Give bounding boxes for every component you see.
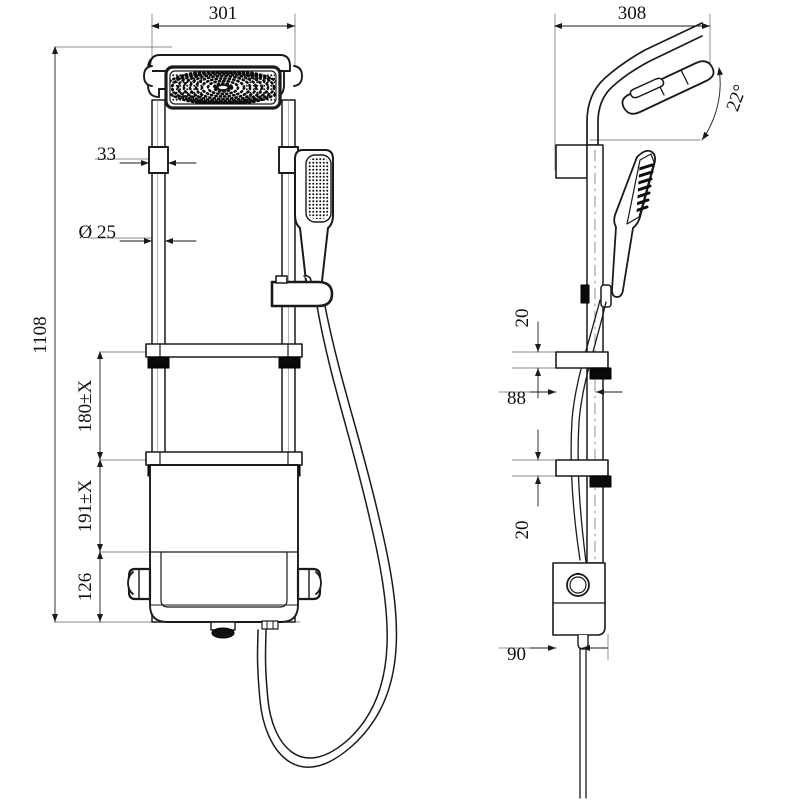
overhead-shower-head-side: [621, 60, 715, 115]
dim-mixer-body-projection: 90: [507, 633, 609, 665]
dim-shelf-projection-label: 88: [507, 388, 526, 409]
hose-side: [570, 299, 607, 563]
dim-lower-shelf-thickness-label: 20: [512, 521, 533, 540]
dim-lower-shelf-spacing: 191±X: [75, 459, 103, 553]
hand-shower-wand-side: [580, 149, 657, 308]
side-extension-lines: [498, 13, 711, 649]
nozzle-pattern: [170, 71, 276, 104]
temperature-control-handle-left: [127, 567, 152, 601]
dim-base-height-label: 126: [75, 573, 96, 602]
overhead-rain-shower-head: [143, 54, 303, 110]
dim-overall-height-label: 1108: [30, 316, 51, 353]
dim-lower-shelf-thickness: 20: [512, 429, 541, 540]
dim-base-height: 126: [75, 551, 103, 623]
wand-nozzle-pattern: [308, 157, 329, 219]
hand-shower-holder-bracket: [270, 275, 334, 308]
dim-shower-head-tilt-angle-label: 22°: [722, 82, 751, 114]
dim-shelf-projection: 88: [507, 388, 623, 409]
dim-upper-shelf-thickness-label: 20: [512, 309, 533, 328]
upper-glass-shelf: [145, 343, 303, 369]
flexible-shower-hose: [256, 305, 398, 768]
dim-upper-shelf-spacing-label: 180±X: [75, 379, 96, 432]
dim-mixer-body-projection-label: 90: [507, 644, 526, 665]
outlet-spout: [210, 621, 236, 639]
dim-overall-width-label: 301: [209, 3, 238, 24]
thermostatic-mixer-body: [127, 464, 322, 639]
upper-shelf-side: [555, 351, 612, 380]
dim-lower-shelf-spacing-label: 191±X: [75, 479, 96, 532]
dim-overall-width: 301: [151, 3, 296, 29]
flow-control-handle-right: [296, 567, 322, 601]
dim-rail-diameter: Ø 25: [79, 222, 197, 244]
dim-upper-shelf-thickness: 20: [512, 309, 541, 399]
rail-collar: [148, 146, 299, 174]
hose-connector: [261, 620, 279, 630]
dim-overall-projection-label: 308: [618, 3, 647, 24]
dim-overall-height: 1108: [30, 46, 58, 623]
dim-upper-shelf-spacing: 180±X: [75, 351, 103, 461]
control-handle-side: [566, 572, 590, 597]
dim-rail-collar-width-label: 33: [97, 144, 116, 165]
thermostatic-mixer-body-side: [552, 562, 606, 799]
dim-rail-diameter-label: Ø 25: [79, 222, 116, 243]
lower-shelf-side: [555, 459, 612, 488]
overhead-shower-arm: [586, 22, 703, 146]
dim-overall-projection: 308: [554, 3, 711, 29]
dim-rail-collar-width: 33: [97, 144, 197, 166]
